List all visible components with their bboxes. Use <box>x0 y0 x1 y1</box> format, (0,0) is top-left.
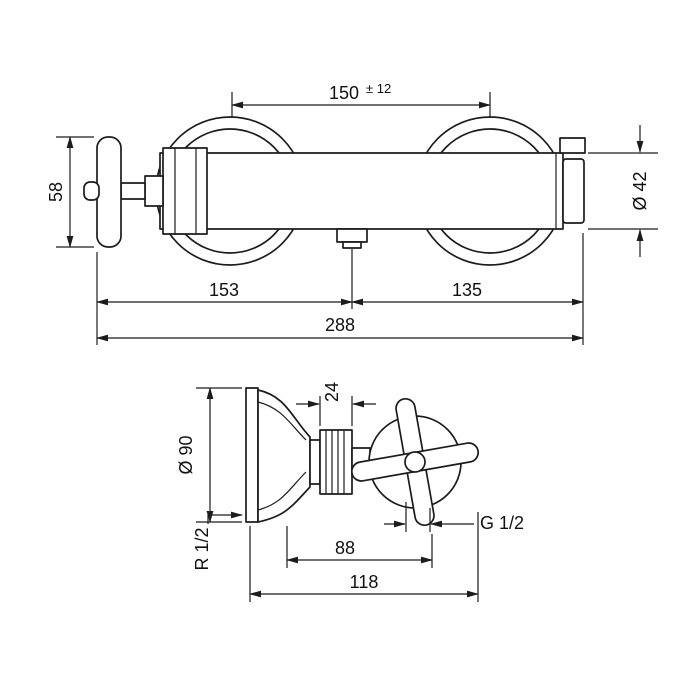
mixer-body <box>159 137 586 235</box>
dim-handle-height-value: 58 <box>46 182 66 202</box>
side-elevation-view: 150 ± 12 Ø 42 58 153 135 <box>46 81 658 345</box>
dim-center-distance: 150 ± 12 <box>231 81 491 118</box>
cross-handle-front <box>350 397 480 527</box>
dim-overall-depth-value: 118 <box>350 572 379 592</box>
dim-body-diameter: Ø 42 <box>588 125 658 257</box>
dim-cartridge-width-value: 24 <box>322 382 342 402</box>
dim-handle-offset-value: 88 <box>335 538 355 558</box>
label-outlet-thread-value: G 1/2 <box>480 513 524 533</box>
valve-profile-view: Ø 90 24 G 1/2 88 <box>176 382 524 602</box>
cross-handle-side <box>83 136 164 248</box>
dim-overall-depth: 118 <box>249 512 479 602</box>
label-wall-thread: R 1/2 <box>192 511 243 571</box>
dim-escutcheon-diameter: Ø 90 <box>176 387 242 523</box>
dim-overall-width-value: 288 <box>325 315 355 335</box>
dim-escutcheon-diameter-value: Ø 90 <box>176 435 196 474</box>
dim-handle-offset: 88 <box>286 526 433 568</box>
dim-center-distance-value: 150 <box>329 83 359 103</box>
dim-left-section-value: 153 <box>209 280 239 300</box>
label-wall-thread-value: R 1/2 <box>192 527 212 570</box>
dim-body-diameter-value: Ø 42 <box>630 171 650 210</box>
wall-bracket <box>336 228 368 249</box>
bell-escutcheon <box>245 387 311 523</box>
dim-right-section-value: 135 <box>452 280 482 300</box>
dim-center-distance-tolerance: ± 12 <box>366 81 391 96</box>
dim-cartridge-width: 24 <box>296 382 376 426</box>
label-outlet-thread: G 1/2 <box>384 502 524 533</box>
dim-handle-height: 58 <box>46 136 94 248</box>
dim-lengths: 153 135 288 <box>96 233 584 345</box>
